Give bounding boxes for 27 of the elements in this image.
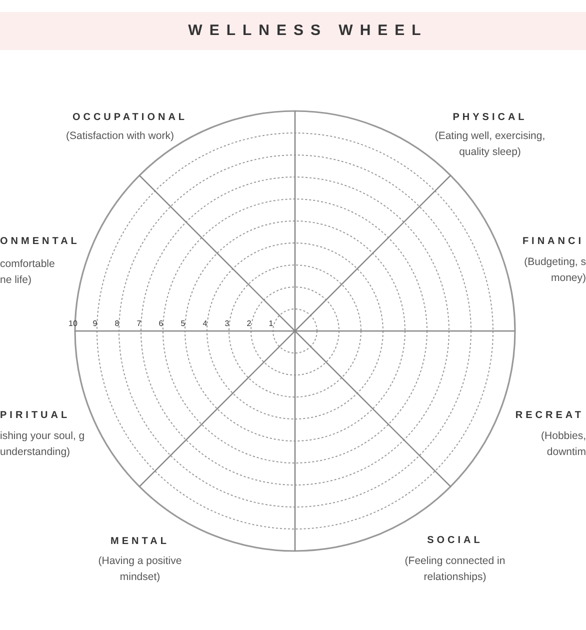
scale-number: 5 (180, 319, 186, 328)
scale-number: 7 (136, 319, 142, 328)
scale-number: 3 (224, 319, 230, 328)
dimension-description: (Hobbies, downtim (540, 429, 586, 460)
scale-number: 8 (114, 319, 120, 328)
dimension-description: (Eating well, exercising, quality sleep) (434, 129, 546, 160)
scale-number: 9 (92, 319, 98, 328)
dimension-heading: PHYSICAL (452, 112, 528, 123)
scale-number: 2 (246, 319, 252, 328)
dimension-heading: OCCUPATIONAL (71, 112, 189, 123)
dimension-description: (Feeling connected in relationships) (404, 554, 506, 585)
dimension-heading: ONMENTAL (0, 236, 80, 247)
scale-number: 10 (68, 319, 78, 328)
dimension-description: comfortable ne life) (0, 257, 56, 288)
dimension-description: ishing your soul, g understanding) (0, 429, 86, 460)
scale-number: 6 (158, 319, 164, 328)
dimension-heading: FINANCI (522, 236, 584, 247)
scale-number: 1 (268, 319, 274, 328)
dimension-description: (Satisfaction with work) (65, 129, 175, 144)
title: WELLNESS WHEEL (187, 22, 429, 39)
dimension-heading: RECREAT (515, 410, 584, 421)
dimension-heading: SOCIAL (426, 535, 484, 546)
dimension-heading: PIRITUAL (0, 410, 70, 421)
dimension-heading: MENTAL (110, 536, 170, 547)
dimension-description: (Budgeting, s money) (523, 255, 586, 286)
dimension-description: (Having a positive mindset) (97, 554, 183, 585)
scale-number: 4 (202, 319, 208, 328)
